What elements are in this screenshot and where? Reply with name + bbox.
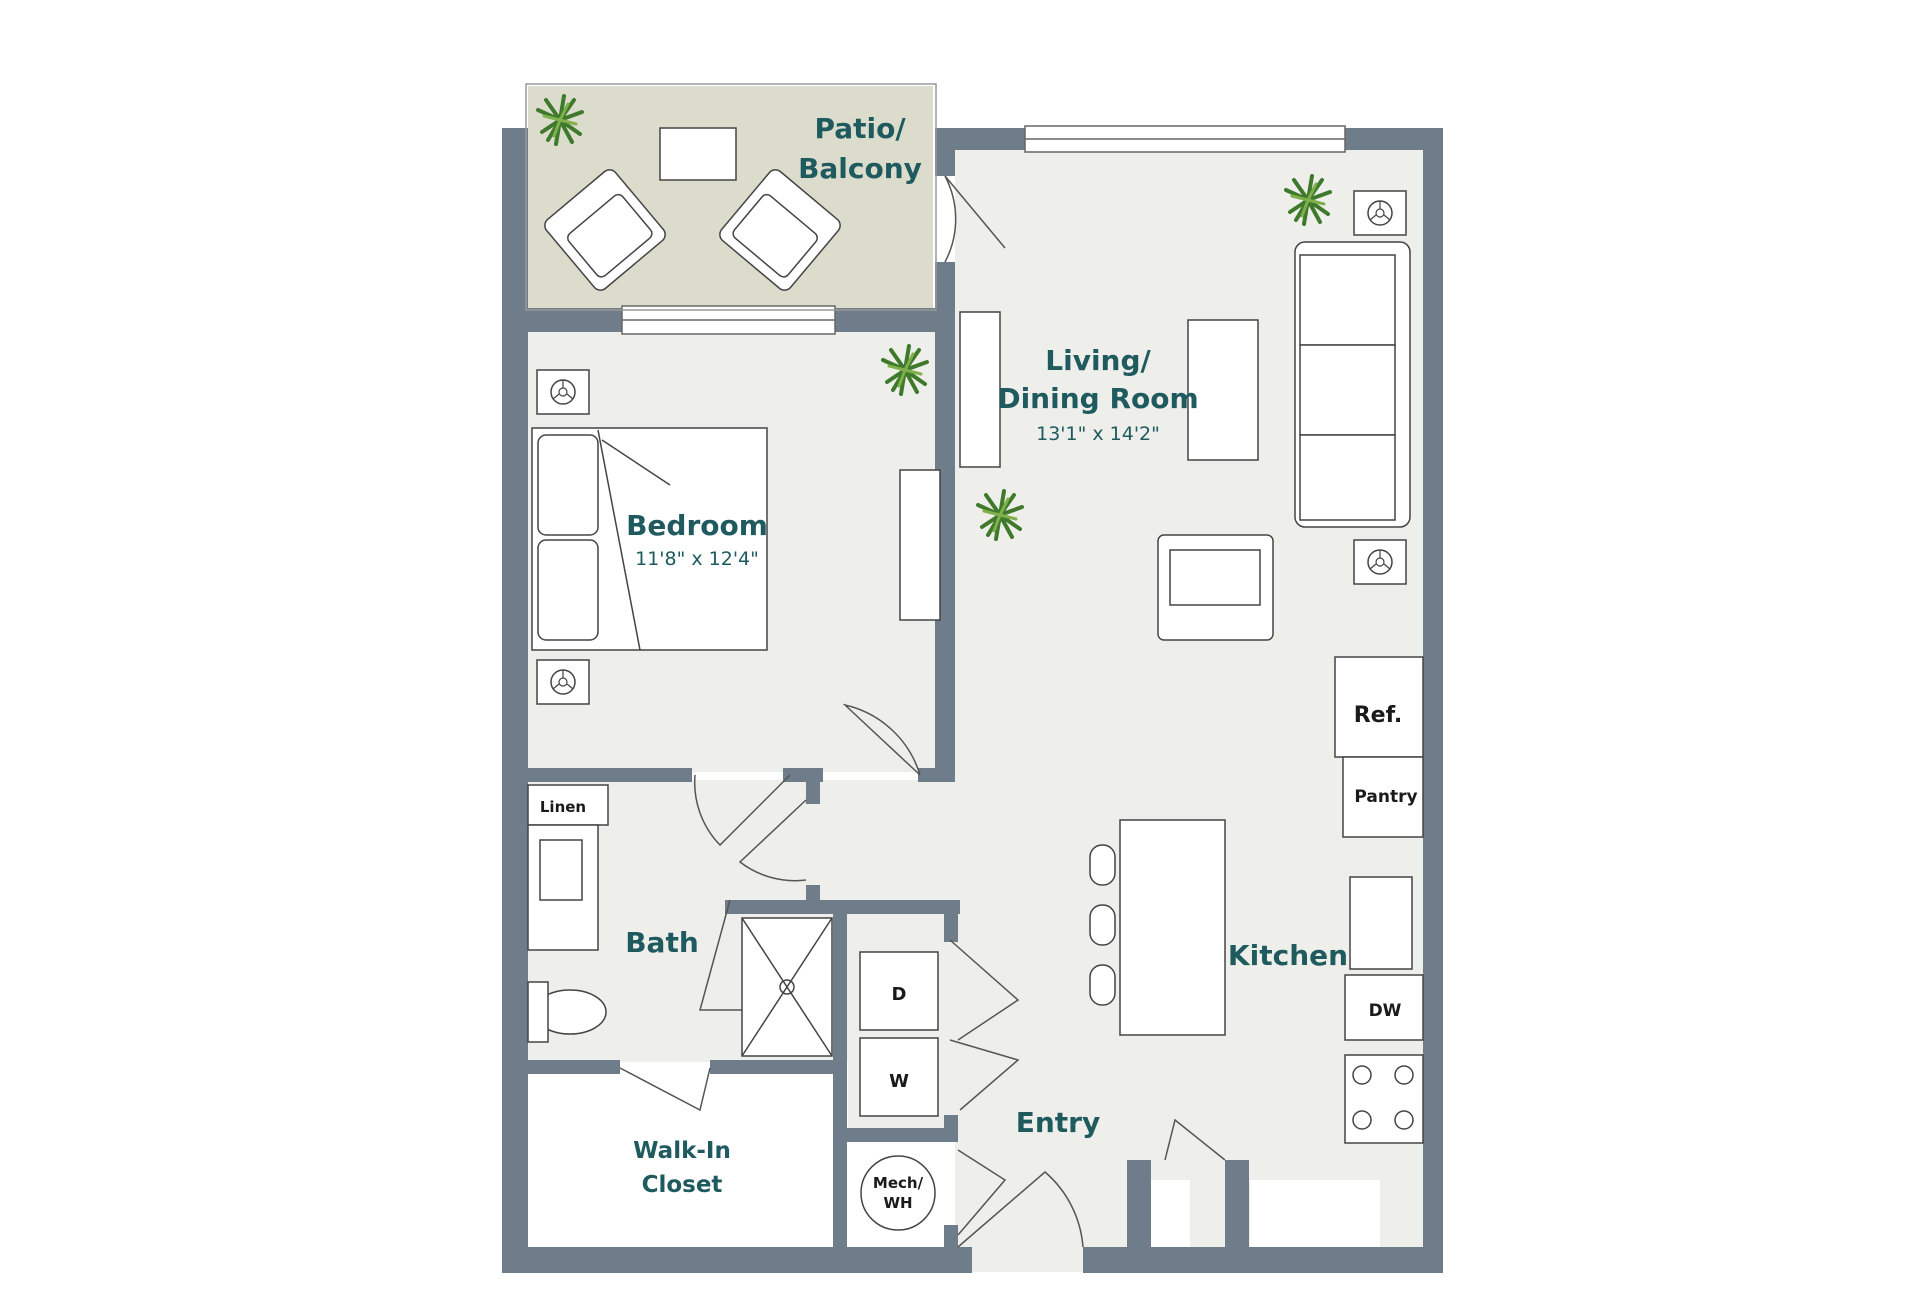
- dryer-label: D: [892, 984, 907, 1005]
- lamp-icon: [1353, 190, 1407, 236]
- living-furniture: [959, 241, 1411, 1036]
- kitchen-counter-r: [1250, 1180, 1380, 1248]
- bedroom-dimensions: 11'8" x 12'4": [635, 548, 759, 570]
- mech-label-line1: Mech/: [873, 1174, 924, 1192]
- windows: [621, 125, 1346, 335]
- bath-label: Bath: [625, 926, 699, 959]
- patio-label-line1: Patio/: [814, 112, 906, 145]
- closet-label-line1: Walk-In: [633, 1138, 731, 1164]
- patio-railing: [525, 83, 937, 311]
- doors: [619, 175, 1226, 1248]
- entry-label: Entry: [1016, 1106, 1101, 1139]
- living-label-line2: Dining Room: [997, 382, 1198, 415]
- kitchen-label: Kitchen: [1228, 939, 1348, 972]
- patio-furniture: [544, 127, 841, 291]
- kitchen-fixtures: [1334, 656, 1424, 1144]
- bath-fixtures: [527, 784, 833, 1057]
- patio-label-line2: Balcony: [798, 152, 922, 185]
- bedroom-furniture: [531, 427, 941, 651]
- lamp-icon: [1353, 539, 1407, 585]
- walls: [502, 128, 1443, 1273]
- laundry-fixtures: [859, 951, 939, 1231]
- ref-label: Ref.: [1354, 703, 1403, 728]
- kitchen-counter-l: [1150, 1180, 1190, 1248]
- pantry-label: Pantry: [1354, 787, 1417, 807]
- dw-label: DW: [1369, 1001, 1402, 1021]
- lamp-icon: [536, 369, 590, 415]
- living-label-line1: Living/: [1045, 344, 1151, 377]
- mech-label-line2: WH: [883, 1194, 912, 1212]
- linen-label: Linen: [540, 798, 586, 816]
- bedroom-label: Bedroom: [626, 509, 768, 542]
- closet-floor: [528, 1075, 833, 1247]
- lamp-icon: [536, 659, 590, 705]
- living-dimensions: 13'1" x 14'2": [1036, 423, 1160, 445]
- closet-label-line2: Closet: [642, 1172, 723, 1198]
- washer-label: W: [889, 1071, 909, 1092]
